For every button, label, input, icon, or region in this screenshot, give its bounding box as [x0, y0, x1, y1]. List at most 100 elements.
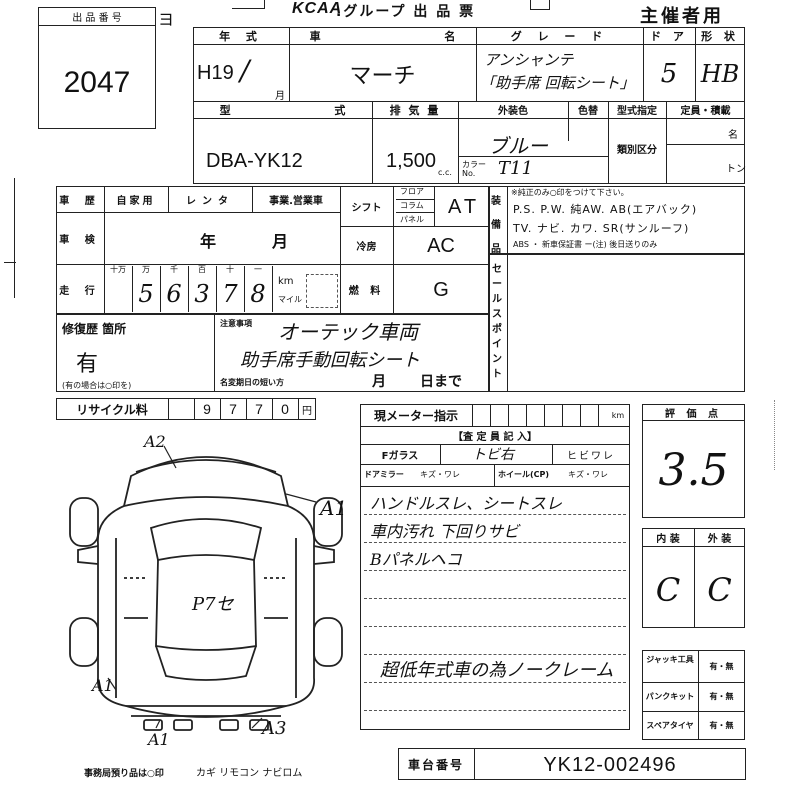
recycle-digit: 0 [281, 401, 289, 417]
tb-r2 [642, 711, 745, 712]
ht-c3 [252, 186, 253, 212]
ib-r4 [360, 486, 630, 487]
meter-sep [526, 404, 527, 426]
ht-r2 [56, 264, 489, 265]
evaluation-box [642, 404, 745, 518]
evaluation-label: 評 価 点 [665, 408, 722, 420]
mileage-digit: 8 [250, 280, 266, 308]
mileage-digit-label: 万 [142, 264, 150, 274]
meter-unit: km [611, 410, 625, 420]
year-label: 年 式 [219, 29, 263, 43]
exterior-color-value: ブルー [488, 134, 548, 158]
model-value: DBA-YK12 [206, 150, 303, 172]
lot-number-box: 出 品 番 号 2047 [38, 7, 156, 129]
rf-sep [168, 398, 169, 420]
color-change-label: 色替 [578, 106, 598, 117]
meter-sep [580, 404, 581, 426]
rc-split [214, 314, 215, 392]
equipment-line1: P.S. P.W. 純AW. AB(エアバック) [513, 203, 698, 216]
fuel-label: 燃 料 [348, 285, 385, 297]
damage-mark: A2 [144, 432, 166, 451]
ac-value: AC [427, 234, 455, 257]
tb-r1 [642, 682, 745, 683]
mileage-digit-label: 百 [198, 264, 206, 274]
edge-mark [14, 178, 15, 298]
rental-label: レンタ [186, 195, 234, 207]
shift-opt-sep [396, 199, 434, 200]
note-line [364, 542, 626, 543]
rf-sep [246, 398, 247, 420]
header-small-mark-right [530, 0, 550, 10]
damage-mark: A3 [262, 718, 287, 739]
chassis-label: 車台番号 [407, 757, 464, 772]
recycle-unit: 円 [302, 405, 312, 417]
grade-line2: 「助手席 回転シート」 [480, 74, 635, 92]
damage-mark: A1 [148, 730, 170, 749]
diagram-center-note: P7セ [192, 594, 234, 615]
inspection-month: 月 [272, 232, 289, 251]
year-value: H19 [197, 62, 234, 84]
ht-c1 [104, 186, 105, 314]
type-approval-label: 型式指定 [617, 106, 657, 117]
car-name-label: 車 名 [309, 29, 456, 43]
inspector-title: 【査 定 員 記 入】 [453, 431, 537, 443]
md-sep [132, 266, 133, 312]
displacement-value: 1,500 [386, 150, 437, 172]
expiry-day: 日まで [420, 374, 462, 390]
vt-col1 [289, 27, 290, 101]
interior-label: 内 装 [656, 533, 680, 545]
note-line [364, 514, 626, 515]
body-type-label: 形 状 [701, 29, 739, 43]
damage-mark: A1 [92, 676, 114, 695]
color-no-label: カラーNo. [462, 160, 486, 178]
model-label: 型 式 [219, 103, 346, 117]
equipment-line3: ABS ・ 新車保証書 ー(注) 後日送りのみ [513, 240, 658, 249]
meter-label: 現メーター指示 [373, 408, 458, 423]
organizer-label: 主催者用 [640, 6, 724, 27]
vt-color-split [458, 156, 608, 157]
caution-line1: オーテック車両 [278, 320, 418, 344]
gr-sep [694, 528, 695, 628]
ht-r1 [56, 212, 340, 213]
mileage-digit-grid: 十万 万 千 百 十 一 5 6 3 7 8 [104, 264, 274, 314]
vt-col5 [372, 101, 373, 184]
ib-glass-sep [440, 444, 441, 464]
note-line [364, 570, 626, 571]
md-sep [188, 266, 189, 312]
jack-option: 有・無 [709, 661, 734, 671]
mirror-options: キズ・ワレ [420, 470, 460, 479]
shift-opt-sep [396, 212, 434, 213]
inspector-note: ハンドルスレ、シートスレ [370, 494, 563, 513]
note-line [364, 598, 626, 599]
meter-sep [490, 404, 491, 426]
car-name-value: マーチ [349, 64, 416, 89]
ac-label: 冷房 [356, 241, 377, 253]
bracket-mark: ヨ [158, 10, 175, 29]
note-line [364, 626, 626, 627]
repair-kit-label: パンクキット [645, 692, 695, 701]
mileage-label: 走 行 [59, 285, 101, 297]
office-items: カギ リモコン ナビロム [196, 768, 303, 779]
ib-r1 [360, 426, 630, 427]
grade-box [642, 528, 745, 628]
vt-col6 [458, 101, 459, 184]
jack-label: ジャッキ工具 [646, 655, 694, 664]
interior-grade: C [655, 571, 681, 609]
ht-c5 [393, 186, 394, 314]
office-note: 事務局預り品は○印 [84, 769, 164, 779]
ht-c4 [340, 186, 341, 314]
grade-line1: アンシャンテ [484, 51, 574, 69]
fuel-value: G [433, 278, 449, 301]
inspector-note: 車内汚れ 下回りサビ [370, 522, 520, 541]
spare-tire-option: 有・無 [709, 721, 734, 730]
note-line [364, 710, 626, 711]
note-line [364, 654, 626, 655]
chassis-box [398, 748, 746, 780]
repair-caution-box [56, 314, 489, 392]
vt-col2 [476, 27, 477, 101]
recycle-label: リサイクル料 [76, 402, 148, 417]
inspection-label: 車 検 [59, 234, 101, 246]
rf-sep [272, 398, 273, 420]
note-line [364, 682, 626, 683]
eq-side [507, 186, 508, 392]
